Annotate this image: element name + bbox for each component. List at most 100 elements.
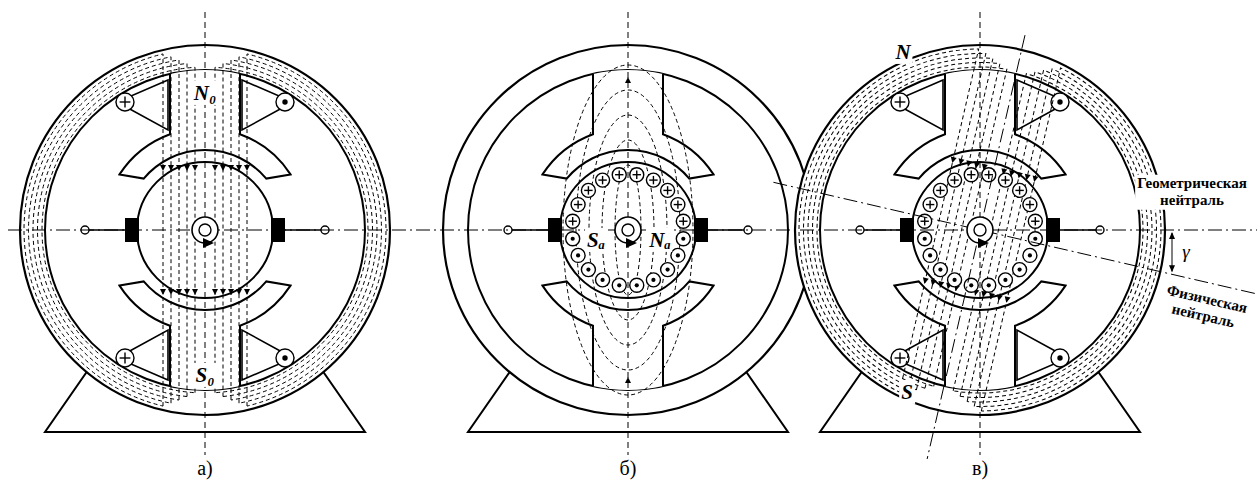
conductor-circle [964,278,978,292]
conductor-circle [571,248,585,262]
shaft-inner [622,224,634,236]
dot-mark [928,253,932,257]
current-in-symbol [116,93,134,111]
pole-label: N₀ [192,81,219,105]
conductor-circle [116,93,134,111]
current-out-symbol [276,93,294,111]
flux-arrowhead [1003,296,1010,303]
dot-mark [1033,237,1037,241]
cross-mark [988,170,989,178]
current-in-symbol [923,198,937,212]
angle-label: γ [1180,241,1192,263]
conductor-circle [596,173,610,187]
field-coil [116,80,168,130]
current-in-symbol [571,198,585,212]
flux-arrowhead [192,289,198,295]
flux-arrowhead [1031,175,1038,182]
cross-mark [636,170,637,178]
dot-mark [586,267,590,271]
shaft-inner [974,224,986,236]
cross-mark [577,200,578,208]
conductor-circle [923,248,937,262]
field-coil [1017,330,1069,380]
field-coil [1017,80,1069,130]
current-out-symbol [612,278,626,292]
conductor-circle [948,173,962,187]
current-in-symbol [1013,183,1027,197]
cross-mark [1029,200,1030,208]
pole-label: S₀ [193,363,216,387]
dot-mark [651,278,655,282]
current-in-symbol [964,168,978,182]
flux-arrowhead [184,165,190,171]
conductor-circle [982,278,996,292]
current-in-symbol [596,173,610,187]
conductor-circle [998,173,1012,187]
conductor-circle [671,198,685,212]
flux-arrowhead [220,165,226,171]
shaft [192,217,218,248]
conductor-circle [646,173,660,187]
conductor-circle [1028,214,1042,228]
current-out-symbol [596,273,610,287]
neutral-label: Геометрическая нейтраль [1135,175,1249,210]
conductor-circle [948,273,962,287]
current-out-symbol [276,349,294,367]
cross-mark [683,217,684,225]
cross-mark [929,200,930,208]
cross-mark [954,176,955,184]
subfigure-label-anchor: б) [618,457,639,480]
field-coil [116,330,168,380]
current-in-symbol [661,183,675,197]
rotation-arrow [978,238,989,248]
dot-mark [1003,278,1007,282]
neutral-label: Физическая нейтраль [1159,281,1251,334]
flux-arrowhead [949,157,956,164]
cross-mark [677,200,678,208]
cross-mark [899,97,900,108]
current-out-symbol [571,248,585,262]
flux-arrowhead [160,289,166,295]
conductor-circle [612,168,626,182]
dot-mark [681,237,685,241]
shaft [967,217,993,248]
conductor-circle [116,349,134,367]
field-axis-line [927,35,1025,459]
current-in-symbol [998,173,1012,187]
armature-pole-label: Nₐ [647,228,672,252]
dot-mark [969,283,973,287]
shaft [615,217,641,248]
dimension-arrowhead [1169,265,1175,272]
pole-label-anchor: N [893,40,912,64]
conductor-circle [1013,263,1027,277]
conductor-circle [923,198,937,212]
current-in-symbol [1028,214,1042,228]
flux-arrowhead [937,281,944,288]
armature-pole-label-anchor: Nₐ [647,228,672,252]
current-in-symbol [116,349,134,367]
conductor-circle [566,214,580,228]
current-out-symbol [964,278,978,292]
current-out-symbol [1051,349,1069,367]
cross-mark [572,217,573,225]
field-coil [891,80,943,130]
dc-machine [20,45,390,432]
cross-mark [971,170,972,178]
flux-arrowhead [168,165,174,171]
conductor-circle [612,278,626,292]
current-in-symbol [676,214,690,228]
flux-arrowhead [1016,172,1023,179]
current-out-symbol [998,273,1012,287]
conductor-circle [566,232,580,246]
current-out-symbol [646,273,660,287]
flux-arrowhead [244,165,250,171]
conductor-circle [671,248,685,262]
cross-mark [602,176,603,184]
flux-arrowhead [922,277,929,284]
conductor-circle [630,278,644,292]
armature-pole-label: Sₐ [585,228,607,252]
conductor-circle [1051,349,1069,367]
flux-arrowhead [176,289,182,295]
